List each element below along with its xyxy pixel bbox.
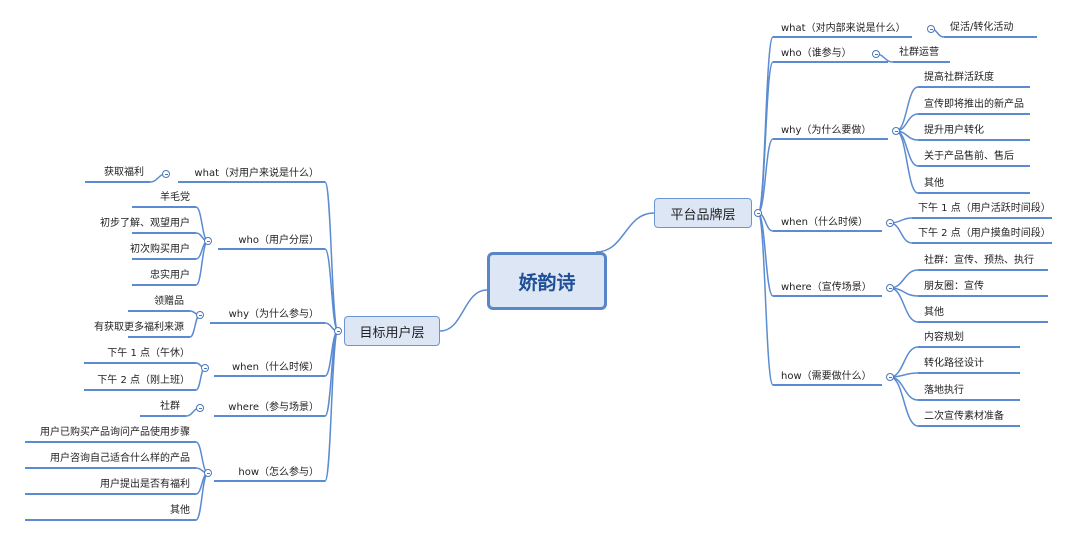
- left-who-item-2[interactable]: 初次购买用户: [130, 244, 190, 255]
- root-to-left-connector: [439, 289, 488, 332]
- left-where-item-0[interactable]: 社群: [160, 401, 180, 412]
- left-how-item-0[interactable]: 用户已购买产品询问产品使用步骤: [40, 427, 190, 438]
- left-how-item-2[interactable]: 用户提出是否有福利: [100, 479, 190, 490]
- right-where-item-0-connector: [889, 269, 919, 289]
- right-how-item-1-connector: [889, 372, 919, 378]
- right-why-item-3[interactable]: 关于产品售前、售后: [924, 151, 1014, 162]
- root-node[interactable]: 娇韵诗: [487, 252, 607, 310]
- left-when-item-1[interactable]: 下午 2 点（刚上班）: [97, 375, 190, 386]
- left-why-label[interactable]: why（为什么参与）: [228, 309, 319, 320]
- root-to-right-connector: [595, 212, 655, 253]
- right-why-item-0-connector: [895, 86, 919, 132]
- right-why-item-2[interactable]: 提升用户转化: [924, 125, 984, 136]
- right-how-collapse-icon[interactable]: [886, 373, 894, 381]
- left-what-label[interactable]: what（对用户来说是什么）: [194, 168, 319, 179]
- right-when-label[interactable]: when（什么时候）: [781, 217, 869, 228]
- left-why-item-0[interactable]: 领赠品: [154, 296, 184, 307]
- right-how-connector: [757, 212, 774, 386]
- right-who-collapse-icon[interactable]: [872, 50, 880, 58]
- branch-platform-brand[interactable]: 平台品牌层: [654, 198, 752, 228]
- left-why-item-1[interactable]: 有获取更多福利来源: [94, 322, 184, 333]
- right-how-item-3[interactable]: 二次宣传素材准备: [924, 411, 1004, 422]
- right-where-item-0[interactable]: 社群：宣传、预热、执行: [924, 255, 1034, 266]
- right-why-item-1[interactable]: 宣传即将推出的新产品: [924, 99, 1024, 110]
- right-where-item-2-connector: [889, 287, 919, 323]
- left-how-label[interactable]: how（怎么参与）: [238, 467, 319, 478]
- left-who-collapse-icon[interactable]: [204, 237, 212, 245]
- left-who-item-3-connector: [195, 240, 209, 286]
- right-when-item-0[interactable]: 下午 1 点（用户活跃时间段）: [918, 203, 1051, 214]
- left-who-item-0[interactable]: 羊毛党: [160, 192, 190, 203]
- right-what-label[interactable]: what（对内部来说是什么）: [781, 23, 906, 34]
- right-why-collapse-icon[interactable]: [892, 127, 900, 135]
- right-how-item-3-connector: [889, 376, 919, 427]
- right-where-item-2[interactable]: 其他: [924, 307, 944, 318]
- right-who-item-0[interactable]: 社群运营: [899, 47, 939, 58]
- left-what-collapse-icon[interactable]: [162, 170, 170, 178]
- left-when-label[interactable]: when（什么时候）: [231, 362, 319, 373]
- right-why-item-0[interactable]: 提高社群活跃度: [924, 72, 994, 83]
- right-what-item-0[interactable]: 促活/转化活动: [950, 22, 1014, 33]
- left-how-item-1[interactable]: 用户咨询自己适合什么样的产品: [50, 453, 190, 464]
- left-when-item-0[interactable]: 下午 1 点（午休）: [107, 348, 190, 359]
- right-where-collapse-icon[interactable]: [886, 284, 894, 292]
- left-who-item-3[interactable]: 忠实用户: [150, 270, 190, 281]
- right-why-label[interactable]: why（为什么要做）: [781, 125, 872, 136]
- right-what-collapse-icon[interactable]: [927, 25, 935, 33]
- left-how-collapse-icon[interactable]: [204, 469, 212, 477]
- left-who-item-1[interactable]: 初步了解、观望用户: [100, 218, 190, 229]
- right-branch-collapse-icon[interactable]: [754, 209, 762, 217]
- left-how-item-3-connector: [195, 472, 209, 521]
- right-how-label[interactable]: how（需要做什么）: [781, 371, 872, 382]
- right-where-item-1[interactable]: 朋友圈：宣传: [924, 281, 984, 292]
- right-how-item-1[interactable]: 转化路径设计: [924, 358, 984, 369]
- right-how-item-0[interactable]: 内容规划: [924, 332, 964, 343]
- left-what-connector: [324, 181, 339, 332]
- left-where-label[interactable]: where（参与场景）: [228, 402, 319, 413]
- left-when-collapse-icon[interactable]: [201, 364, 209, 372]
- right-how-item-2-connector: [889, 376, 919, 401]
- right-where-label[interactable]: where（宣传场景）: [781, 282, 872, 293]
- right-who-connector: [757, 61, 774, 214]
- right-when-collapse-icon[interactable]: [886, 219, 894, 227]
- right-when-item-1-connector: [889, 222, 913, 244]
- left-how-item-3[interactable]: 其他: [170, 505, 190, 516]
- left-branch-collapse-icon[interactable]: [334, 327, 342, 335]
- branch-target-user[interactable]: 目标用户层: [344, 316, 440, 346]
- right-when-item-1[interactable]: 下午 2 点（用户摸鱼时间段）: [918, 228, 1051, 239]
- right-who-label[interactable]: who（谁参与）: [781, 48, 852, 59]
- right-how-item-2[interactable]: 落地执行: [924, 385, 964, 396]
- right-why-item-4[interactable]: 其他: [924, 178, 944, 189]
- left-why-collapse-icon[interactable]: [196, 311, 204, 319]
- left-where-collapse-icon[interactable]: [196, 404, 204, 412]
- left-how-connector: [324, 330, 339, 482]
- left-who-label[interactable]: who（用户分层）: [238, 235, 319, 246]
- left-what-item-0[interactable]: 获取福利: [104, 167, 144, 178]
